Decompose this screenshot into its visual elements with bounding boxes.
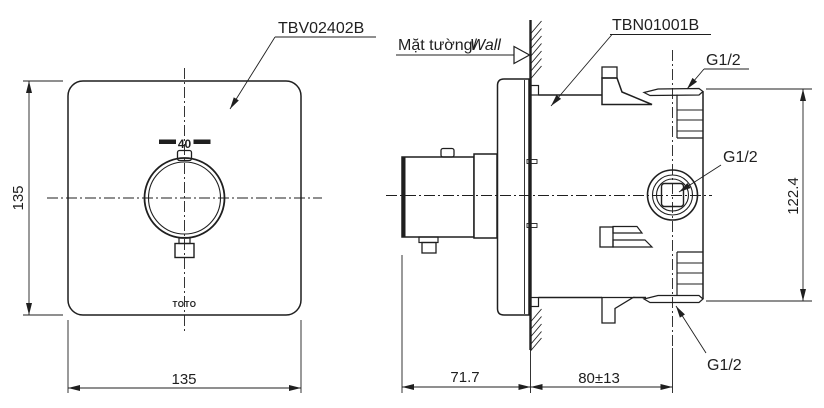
side-part-label: TBN01001B: [612, 17, 699, 34]
bracket-top: [601, 77, 653, 106]
top-port-label: G1/2: [706, 52, 741, 69]
plate-screw-mark-bottom: [526, 223, 538, 228]
body-step-bottom: [529, 296, 540, 308]
mid-port-label: G1/2: [723, 149, 758, 166]
wall-hatch-bottom: [530, 308, 542, 352]
side-knob: [401, 156, 475, 238]
body-height-dimension: 122.4: [706, 88, 812, 302]
front-height-dim-text: 135: [10, 185, 27, 210]
wall-hatch-top: [530, 20, 542, 80]
top-port-callout: G1/2: [686, 52, 749, 90]
bottom-port-threads: [676, 251, 703, 296]
knob-depth-dim-text: 71.7: [450, 369, 479, 386]
body-height-dim-text: 122.4: [785, 177, 802, 215]
bracket-top-lug: [601, 66, 618, 79]
bottom-port-flange: [642, 294, 704, 304]
plate-screw-mark-top: [526, 159, 538, 164]
front-width-dimension: 135: [67, 320, 302, 393]
front-part-label: TBV02402B: [278, 20, 364, 37]
embed-depth-dimension: 80±13: [530, 348, 673, 393]
bracket-middle: [599, 225, 654, 248]
valve-body: [529, 66, 704, 324]
side-knob-bottom-ledge: [418, 236, 439, 244]
side-knob-bottom-tab: [421, 241, 437, 254]
embed-depth-dim-text: 80±13: [578, 370, 620, 387]
side-view: Mặt tường/ Wall TBN01001B G1/2 G1/2 G1/2: [386, 17, 812, 393]
front-height-dimension: 135: [10, 80, 63, 316]
front-view: 40 TOTO 135 135 TBV02402B: [10, 20, 376, 393]
bottom-port-label: G1/2: [707, 357, 742, 374]
wall-label-vi: Mặt tường/: [398, 37, 478, 54]
bracket-bottom-foot: [601, 296, 636, 324]
wall: [529, 20, 542, 352]
side-part-callout: TBN01001B: [550, 17, 711, 107]
mid-port-callout: G1/2: [678, 149, 758, 193]
wall-arrowhead: [513, 45, 531, 65]
knob-depth-dimension: 71.7: [401, 255, 531, 393]
temp-dash-left: [159, 139, 176, 144]
top-port-threads: [676, 94, 703, 139]
body-step-top: [529, 84, 540, 96]
wall-callout: Mặt tường/ Wall: [396, 37, 531, 65]
temp-dash-right: [193, 139, 211, 144]
side-adapter: [473, 153, 498, 239]
bottom-port-callout: G1/2: [675, 305, 742, 374]
side-plate: [496, 78, 530, 316]
top-port-flange: [642, 87, 704, 97]
side-knob-top-tab: [440, 147, 455, 158]
front-part-callout: TBV02402B: [229, 20, 376, 110]
front-width-dim-text: 135: [171, 371, 196, 388]
wall-label-en: Wall: [470, 37, 501, 54]
